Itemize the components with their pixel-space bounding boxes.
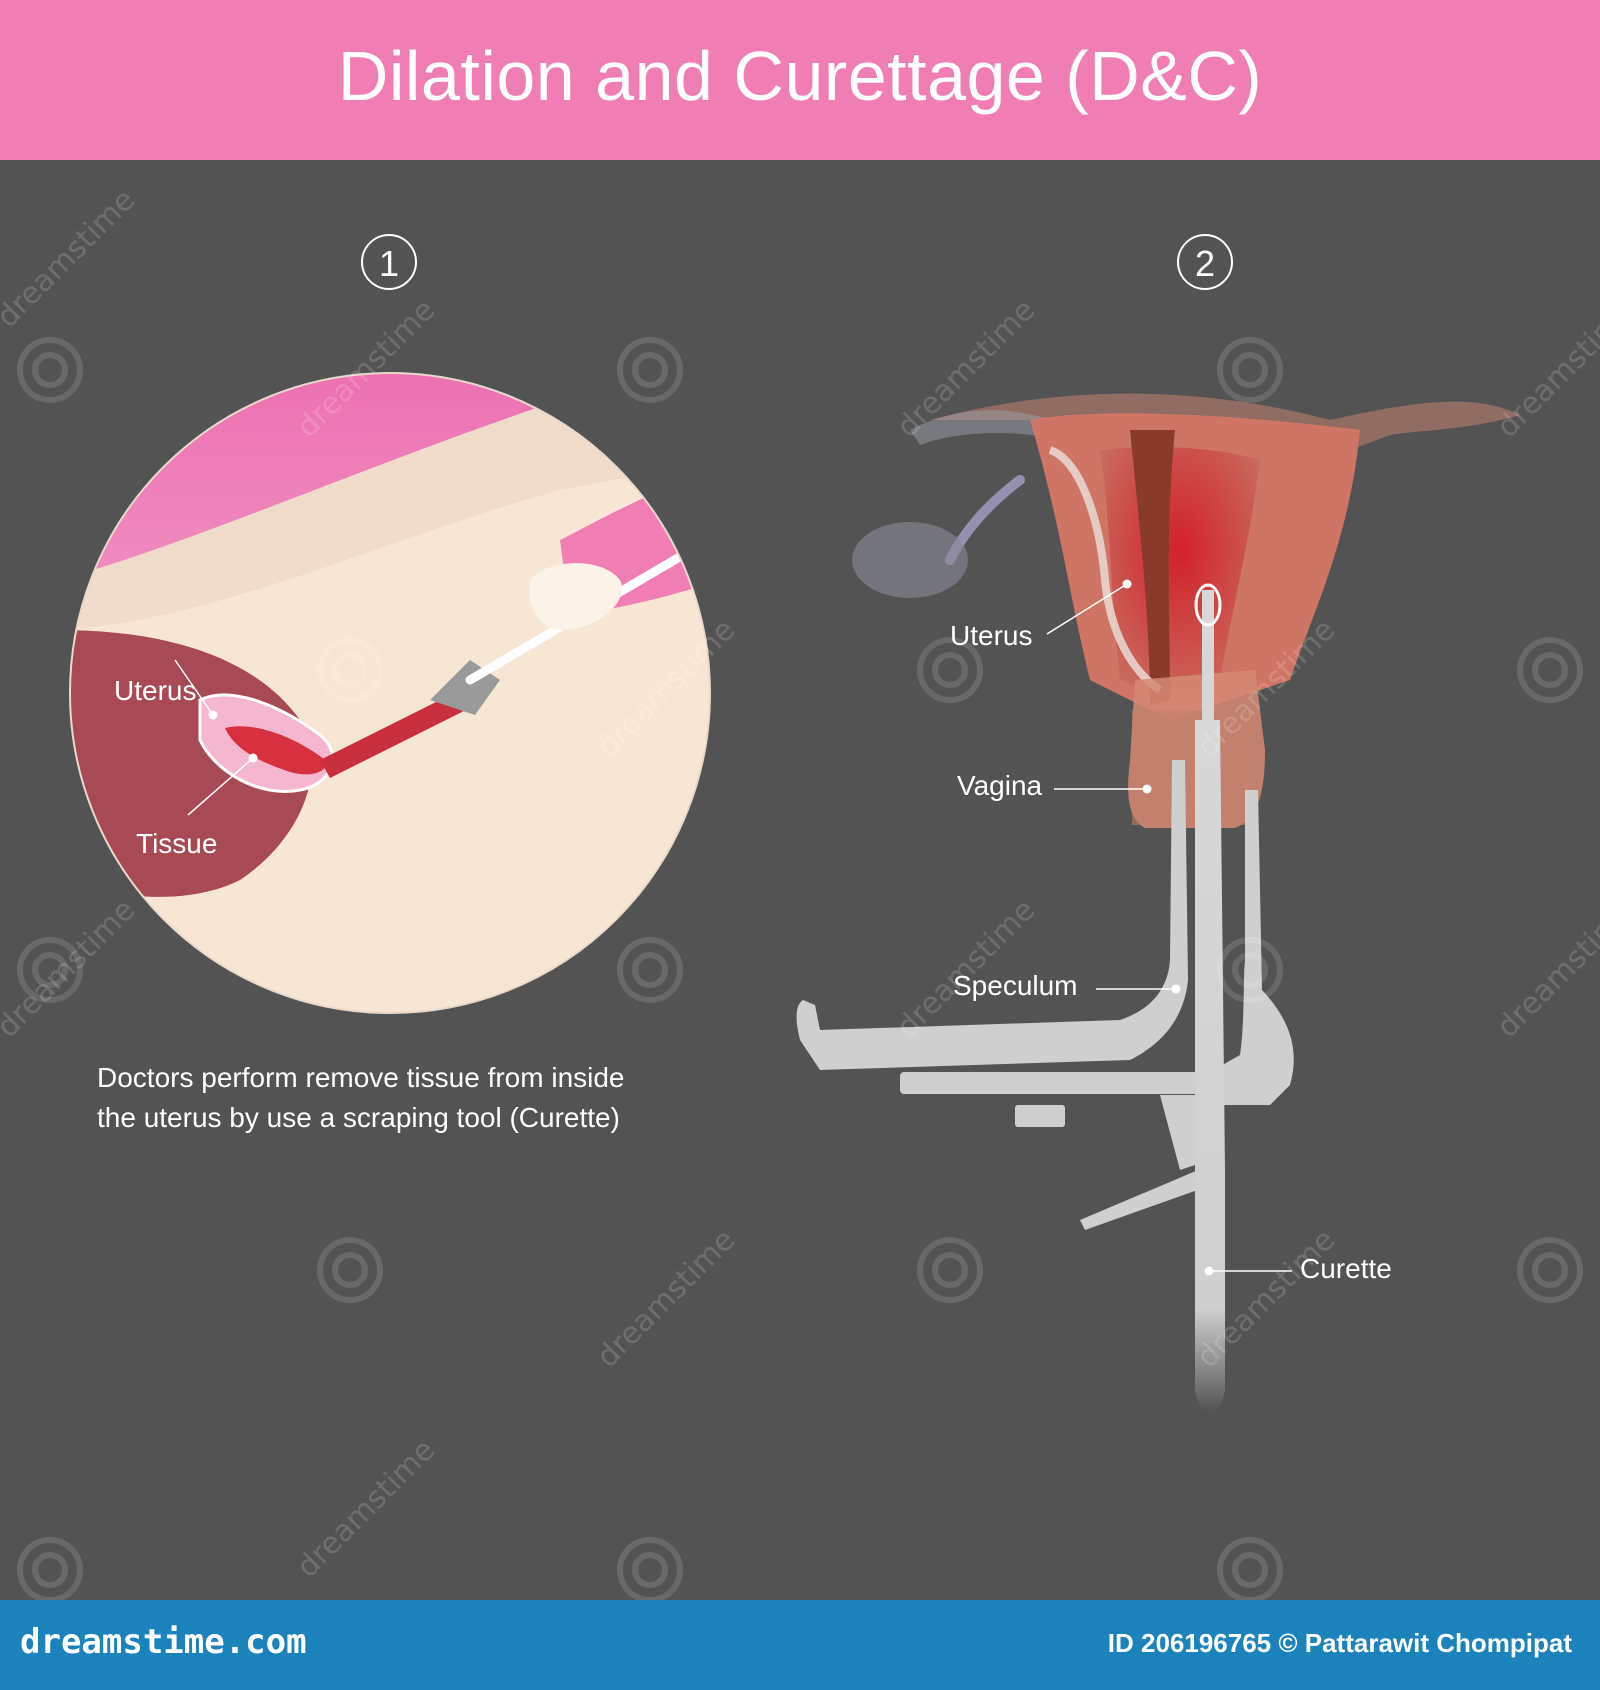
speculum-illustration	[796, 760, 1294, 1230]
diagram-area: 1 2 Uterus Tissue Doctors perform remove…	[0, 160, 1600, 1600]
panel2-speculum-label: Speculum	[953, 970, 1078, 1001]
image-credit: ID 206196765 © Pattarawit Chompipat	[1107, 1628, 1572, 1658]
panel1-uterus-label: Uterus	[114, 675, 197, 706]
caption-line-1: Doctors perform remove tissue from insid…	[97, 1062, 625, 1093]
page-title: Dilation and Curettage (D&C)	[337, 37, 1263, 115]
panel1-leaders	[174, 659, 258, 816]
panel1-tissue-label: Tissue	[136, 828, 218, 859]
diagram-artwork	[17, 337, 1583, 1600]
step-number-2: 2	[1177, 234, 1233, 290]
panel2-uterus-label: Uterus	[950, 620, 1033, 651]
step-number-1: 1	[361, 234, 417, 290]
panel2-leaders	[1046, 579, 1292, 1276]
panel2-vagina-label: Vagina	[957, 770, 1043, 801]
site-logo-text: dreamstime.com	[20, 1622, 307, 1662]
curette-illustration	[1194, 583, 1225, 1413]
footer-bar: dreamstime.com ID 206196765 © Pattarawit…	[0, 1600, 1600, 1690]
header-banner: Dilation and Curettage (D&C)	[0, 0, 1600, 160]
watermark-spirals	[17, 337, 1583, 1600]
panel2-curette-label: Curette	[1300, 1253, 1392, 1284]
step1-caption: Doctors perform remove tissue from insid…	[97, 1058, 737, 1138]
anatomy-illustration	[852, 393, 1520, 828]
caption-line-2: the uterus by use a scraping tool (Curet…	[97, 1102, 620, 1133]
magnified-view	[70, 373, 710, 1013]
